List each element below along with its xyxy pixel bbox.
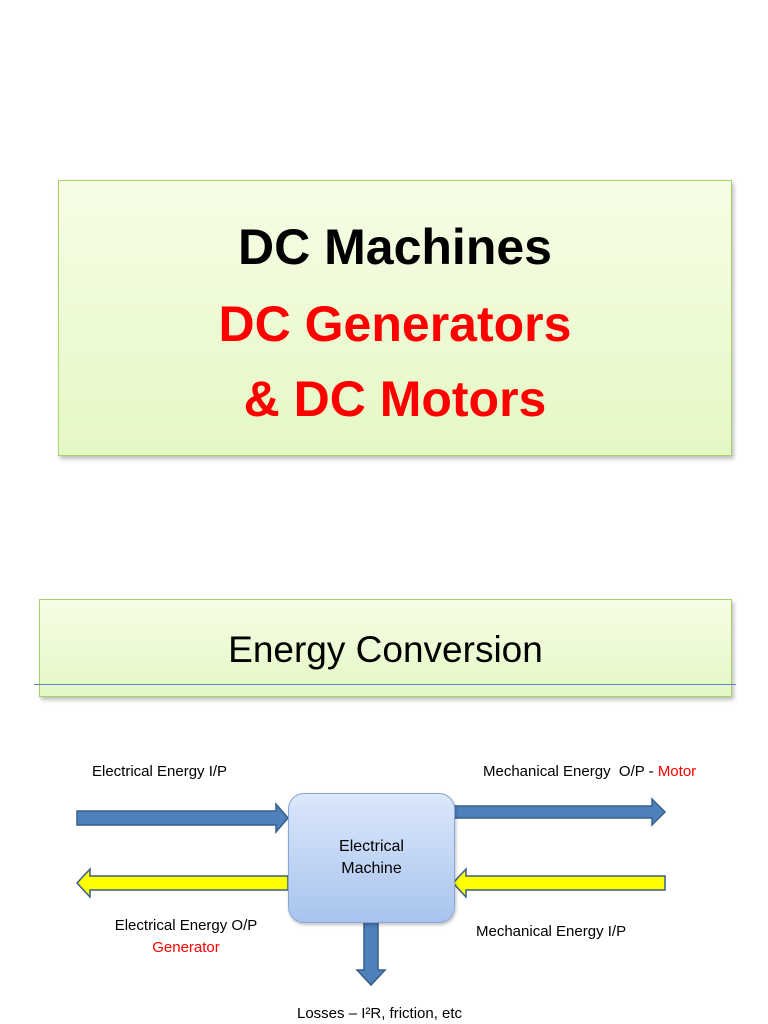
- section-heading: Energy Conversion: [228, 629, 543, 670]
- losses-arrow: [355, 920, 387, 987]
- generator-tag: Generator: [152, 939, 220, 956]
- mechanical-input-label: Mechanical Energy I/P: [476, 923, 627, 940]
- title-dc-motors: & DC Motors: [243, 371, 547, 427]
- mechanical-output-label: Mechanical Energy O/P - Motor: [483, 763, 696, 781]
- electrical-machine-box: Electrical Machine: [288, 793, 455, 923]
- section-panel: Energy Conversion: [39, 599, 732, 697]
- section-divider: [34, 684, 736, 685]
- motor-tag: Motor: [657, 763, 697, 780]
- machine-label-line1: Electrical: [339, 838, 404, 855]
- title-dc-generators: DC Generators: [218, 296, 572, 352]
- electrical-output-text: Electrical Energy O/P: [114, 917, 258, 934]
- mechanical-output-text: Mechanical Energy O/P -: [483, 763, 658, 780]
- electrical-input-arrow: [76, 801, 289, 835]
- mechanical-output-arrow: [452, 797, 667, 827]
- electrical-output-arrow: [75, 867, 289, 899]
- electrical-input-label: Electrical Energy I/P: [92, 763, 228, 780]
- machine-label-line2: Machine: [341, 860, 402, 877]
- mechanical-input-arrow: [451, 867, 666, 899]
- title-dc-machines: DC Machines: [238, 219, 552, 275]
- losses-label: Losses – I²R, friction, etc: [297, 1005, 463, 1022]
- electrical-output-label: Electrical Energy O/P Generator: [105, 917, 267, 957]
- title-panel: DC Machines DC Generators & DC Motors: [58, 180, 732, 456]
